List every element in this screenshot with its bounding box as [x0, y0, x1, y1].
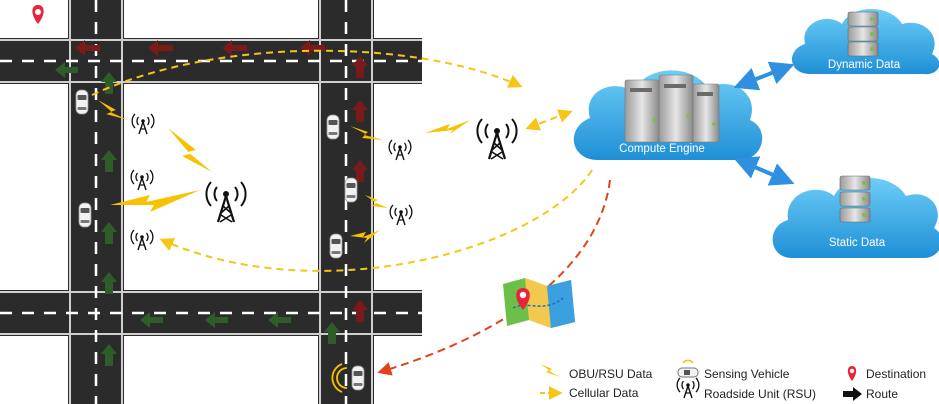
- legend: OBU/RSU Data Cellular Data Sensing Vehic…: [540, 359, 926, 401]
- legend-item-destination: Destination: [847, 366, 926, 381]
- lightning-icon: [540, 364, 560, 377]
- dynamic-data-cloud: Dynamic Data: [792, 9, 939, 75]
- legend-item-obu-rsu: OBU/RSU Data: [540, 364, 653, 381]
- vehicle-icon: [78, 202, 92, 228]
- obu-rsu-links: [98, 100, 470, 243]
- database-server-icon: [847, 11, 879, 57]
- legend-label: OBU/RSU Data: [569, 367, 653, 381]
- legend-item-route: Route: [843, 387, 898, 401]
- legend-label: Destination: [866, 367, 926, 381]
- destination-pin-icon: [847, 366, 857, 381]
- rsu-small-tower-icon: [676, 377, 700, 399]
- database-server-icon: [839, 175, 871, 223]
- destination-pin-icon: [32, 5, 44, 24]
- legend-label: Cellular Data: [569, 386, 639, 400]
- vehicle-icon: [344, 177, 358, 203]
- legend-item-sensing: Sensing Vehicle: [677, 359, 790, 381]
- rsu-tower-icon: [476, 117, 518, 161]
- green-arrow-icon: [55, 62, 340, 366]
- route-arrow-icon: [843, 387, 862, 401]
- legend-item-cellular: Cellular Data: [540, 386, 639, 400]
- dynamic-link-arrow: [733, 61, 795, 91]
- static-data-label: Static Data: [829, 237, 886, 249]
- rsu-small-tower-icon: [389, 204, 413, 226]
- legend-label: Roadside Unit (RSU): [704, 387, 816, 401]
- legend-item-rsu: Roadside Unit (RSU): [676, 377, 816, 401]
- red-arrow-icon: [75, 40, 368, 322]
- rsu-small-tower-icon: [130, 229, 154, 251]
- vehicle-icon: [329, 233, 343, 259]
- rsu-small-tower-icon: [388, 139, 412, 161]
- rsu-small-tower-icon: [130, 169, 154, 191]
- route-arrow: [377, 179, 611, 376]
- cellular-links: [91, 49, 593, 272]
- vehicle-icon: [75, 89, 89, 115]
- legend-label: Sensing Vehicle: [704, 367, 790, 381]
- legend-label: Route: [866, 387, 898, 401]
- static-link-arrow: [733, 156, 795, 186]
- rsu-tower-icon: [205, 180, 247, 224]
- road-network: [0, 0, 422, 404]
- sensing-vehicle-icon: [677, 359, 699, 378]
- compute-engine-label: Compute Engine: [619, 143, 705, 155]
- traffic-arrows: [55, 40, 368, 366]
- map-icon: [503, 278, 575, 328]
- compute-engine-cloud: Compute Engine: [573, 70, 763, 161]
- vehicle-icon: [326, 114, 340, 140]
- rsu-small-tower-icon: [131, 113, 155, 135]
- dynamic-data-label: Dynamic Data: [828, 59, 901, 71]
- sensing-vehicle-icon: [331, 363, 365, 393]
- static-data-cloud: Static Data: [772, 175, 939, 258]
- server-rack-icon: [624, 74, 720, 143]
